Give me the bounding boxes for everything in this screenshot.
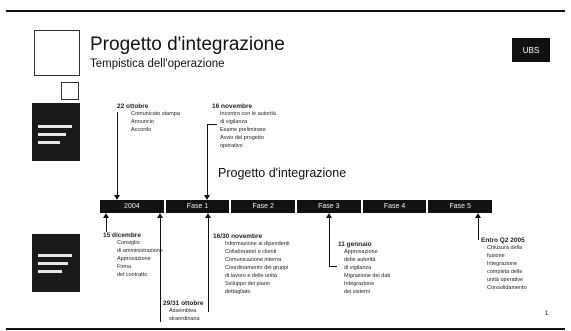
arrow-up-icon xyxy=(157,213,163,218)
page-title: Progetto d'integrazione xyxy=(90,34,285,55)
slide-frame xyxy=(6,10,565,330)
page-number: 1 xyxy=(545,311,549,317)
timeline-bar: 2004 Fase 1 Fase 2 Fase 3 Fase 4 Fase 5 xyxy=(100,200,493,213)
timeline-segment: Fase 1 xyxy=(165,200,230,213)
note-line: straordinaria xyxy=(169,316,200,323)
brand-logo: UBS xyxy=(512,38,550,62)
note-heading: Entro Q2 2005 xyxy=(481,237,525,244)
page-subtitle: Tempistica dell'operazione xyxy=(90,58,225,70)
note-line: dei sistemi xyxy=(344,289,370,296)
note-line: delle autorità xyxy=(344,257,376,264)
note-line: Integrazione xyxy=(344,281,375,288)
note-line: Consiglio xyxy=(117,240,140,247)
note-line: Coordinamento dei gruppi xyxy=(225,265,289,272)
note-top: 22 ottobre Comunicato stampa Annuncio Ac… xyxy=(117,102,180,135)
note-connector xyxy=(106,218,107,232)
note-connector xyxy=(117,112,118,196)
thumbnail-top xyxy=(32,103,80,161)
note-line: Assemblea xyxy=(169,308,197,315)
note-connector xyxy=(329,266,337,267)
arrow-up-icon xyxy=(205,213,211,218)
note-heading: 15 dicembre xyxy=(103,232,141,239)
note-line: Sviluppo del piano xyxy=(225,281,270,288)
note-bottom: Entro Q2 2005 Chiusura della fusione Int… xyxy=(481,236,527,293)
arrow-up-icon xyxy=(103,213,109,218)
note-line: Collaboratori e clienti xyxy=(225,249,277,256)
note-line: Migrazione dei dati xyxy=(344,273,391,280)
note-line: Annuncio xyxy=(131,119,154,126)
logo-placeholder xyxy=(34,30,80,76)
note-heading: 22 ottobre xyxy=(117,103,149,110)
note-line: Avvio del progetto xyxy=(220,135,264,142)
note-connector xyxy=(207,124,217,125)
note-line: di lavoro e delle unità xyxy=(225,273,277,280)
note-line: del contratto xyxy=(117,272,148,279)
note-heading: 29/31 ottobre xyxy=(163,300,204,307)
note-line: Informazione ai dipendenti xyxy=(225,241,290,248)
note-line: Approvazione xyxy=(344,249,378,256)
timeline-segment: Fase 3 xyxy=(297,200,361,213)
note-line: Approvazione xyxy=(117,256,151,263)
note-connector xyxy=(329,218,330,266)
note-heading: 16/30 novembre xyxy=(213,233,263,240)
timeline-segment: 2004 xyxy=(100,200,164,213)
note-top: 16 novembre Incontro con le autorità di … xyxy=(212,102,276,151)
note-line: di vigilanza xyxy=(220,119,248,126)
note-line: Firma xyxy=(117,264,132,271)
note-bottom: 11 gennaio Approvazione delle autorità d… xyxy=(338,240,390,297)
arrow-down-icon xyxy=(114,195,120,200)
arrow-up-icon xyxy=(326,213,332,218)
note-heading: 11 gennaio xyxy=(338,241,372,248)
note-line: Esame preliminare xyxy=(220,127,266,134)
timeline-segment: Fase 5 xyxy=(428,200,493,213)
timeline-title: Progetto d'integrazione xyxy=(218,166,347,180)
note-bottom: 29/31 ottobre Assemblea straordinaria xyxy=(163,299,203,324)
note-connector xyxy=(207,124,208,196)
note-line: fusione xyxy=(487,253,505,260)
note-line: di amministrazione xyxy=(117,248,163,255)
note-line: Comunicazione interna xyxy=(225,257,282,264)
note-line: Incontro con le autorità xyxy=(220,111,276,118)
arrow-up-icon xyxy=(475,213,481,218)
note-line: Comunicato stampa xyxy=(131,111,180,118)
note-heading: 16 novembre xyxy=(212,103,253,110)
note-line: Accordo xyxy=(131,127,152,134)
note-line: completa delle xyxy=(487,269,523,276)
note-line: operativo xyxy=(220,143,243,150)
note-bottom: 16/30 novembre Informazione ai dipendent… xyxy=(213,232,290,297)
note-connector xyxy=(208,218,209,312)
note-line: Consolidamento xyxy=(487,285,527,292)
timeline-segment: Fase 2 xyxy=(231,200,296,213)
note-connector xyxy=(478,218,479,240)
note-line: unità operative xyxy=(487,277,524,284)
note-line: Chiusura della xyxy=(487,245,523,252)
note-connector xyxy=(160,218,161,322)
logo-small-placeholder xyxy=(61,82,79,100)
thumbnail-bottom xyxy=(32,234,80,292)
timeline-segment: Fase 4 xyxy=(362,200,427,213)
note-line: Integrazione xyxy=(487,261,518,268)
note-line: dettagliato xyxy=(225,289,251,296)
arrow-down-icon xyxy=(204,195,210,200)
note-line: di vigilanza xyxy=(344,265,372,272)
note-bottom: 15 dicembre Consiglio di amministrazione… xyxy=(103,231,163,280)
